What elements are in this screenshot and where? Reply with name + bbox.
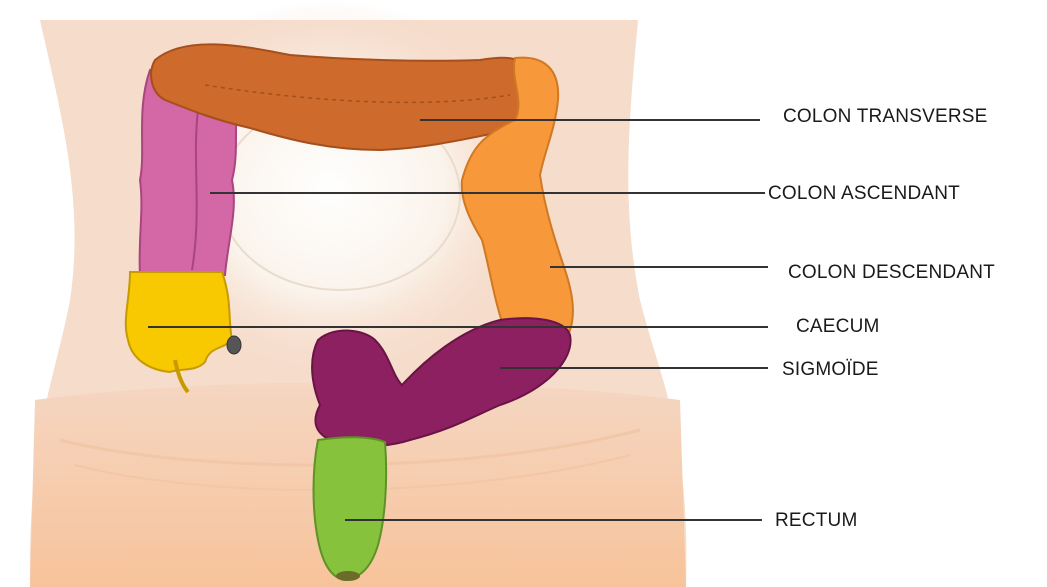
label-caecum: CAECUM (796, 316, 880, 338)
label-colon-ascendant: COLON ASCENDANT (768, 183, 960, 205)
label-colon-transverse: COLON TRANSVERSE (783, 106, 988, 128)
label-rectum: RECTUM (775, 510, 857, 532)
ileum-opening (227, 336, 241, 354)
label-sigmoide: SIGMOÏDE (782, 359, 879, 381)
anus (336, 571, 360, 581)
label-colon-descendant: COLON DESCENDANT (788, 262, 995, 284)
